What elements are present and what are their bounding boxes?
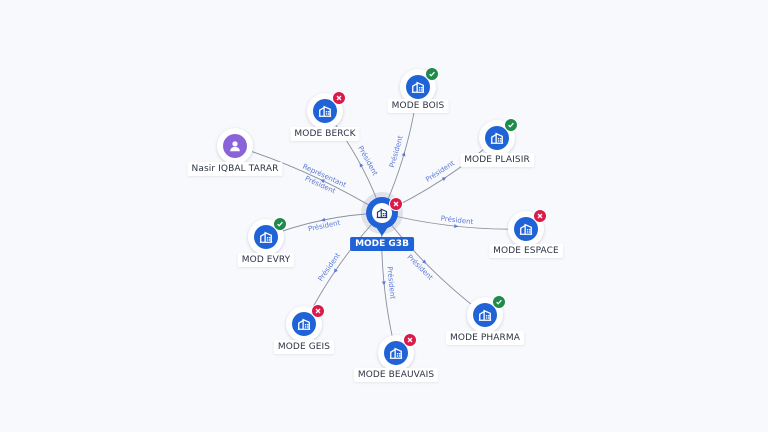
building-icon	[292, 312, 316, 336]
node-nasir-iqbal-tarar[interactable]	[217, 128, 253, 164]
building-icon	[254, 225, 278, 249]
node-label-mode-plaisir[interactable]: MODE PLAISIR	[460, 153, 534, 167]
center-node-label[interactable]: MODE G3B	[350, 237, 414, 251]
x-icon	[533, 209, 547, 223]
node-mode-beauvais[interactable]	[378, 333, 417, 371]
check-icon	[425, 67, 439, 81]
edge-mode-pharma	[381, 212, 486, 316]
building-icon	[485, 126, 509, 150]
node-mode-pharma[interactable]	[467, 295, 506, 333]
x-icon	[311, 304, 325, 318]
node-label-mode-pharma[interactable]: MODE PHARMA	[446, 331, 524, 345]
node-label-mode-beauvais[interactable]: MODE BEAUVAIS	[353, 368, 439, 382]
edge-label-mode-bois: Président	[388, 135, 405, 169]
check-icon	[273, 217, 287, 231]
edge-label-mode-beauvais: Président	[385, 266, 396, 300]
building-icon	[384, 341, 408, 365]
center-node-mode-g3b[interactable]	[366, 197, 403, 229]
edge-label-mod-evry: Président	[307, 219, 341, 234]
node-mode-espace[interactable]	[508, 209, 547, 247]
building-icon	[514, 217, 538, 241]
person-icon	[223, 134, 247, 158]
node-label-mod-evry[interactable]: MOD EVRY	[237, 253, 295, 267]
edge-label-mode-plaisir: Président	[424, 159, 456, 184]
node-mod-evry[interactable]	[248, 217, 287, 255]
node-mode-berck[interactable]	[307, 91, 346, 129]
node-label-mode-berck[interactable]: MODE BERCK	[290, 127, 360, 141]
edge-label-mode-espace: Président	[440, 215, 474, 227]
edge-arrow-mod-evry	[321, 217, 326, 222]
edge-arrow-mode-geis	[333, 268, 338, 273]
edge-arrow-nasir-iqbal-tarar	[320, 179, 325, 184]
edge-label-mode-berck: Président	[356, 145, 379, 178]
x-icon	[389, 197, 403, 211]
edge-arrow-mode-bois	[401, 151, 406, 157]
node-label-nasir-iqbal-tarar[interactable]: Nasir IQBAL TARAR	[187, 162, 283, 176]
node-mode-geis[interactable]	[286, 304, 325, 342]
building-icon	[372, 203, 392, 223]
check-icon	[492, 295, 506, 309]
building-icon	[473, 303, 497, 327]
edge-nasir-iqbal-tarar	[234, 145, 383, 214]
edge-arrow-mode-plaisir	[441, 177, 447, 181]
building-icon	[406, 75, 430, 99]
node-mode-plaisir[interactable]	[479, 118, 518, 156]
edge-arrow-mode-espace	[454, 224, 459, 229]
node-label-mode-espace[interactable]: MODE ESPACE	[489, 244, 563, 258]
x-icon	[332, 91, 346, 105]
node-label-mode-bois[interactable]: MODE BOIS	[387, 99, 449, 113]
edge-arrow-mode-pharma	[422, 259, 427, 264]
edge-arrow-mode-beauvais	[381, 281, 386, 286]
building-icon	[313, 99, 337, 123]
x-icon	[403, 333, 417, 347]
node-label-mode-geis[interactable]: MODE GEIS	[273, 340, 335, 354]
edge-arrow-mode-berck	[359, 162, 364, 168]
check-icon	[504, 118, 518, 132]
